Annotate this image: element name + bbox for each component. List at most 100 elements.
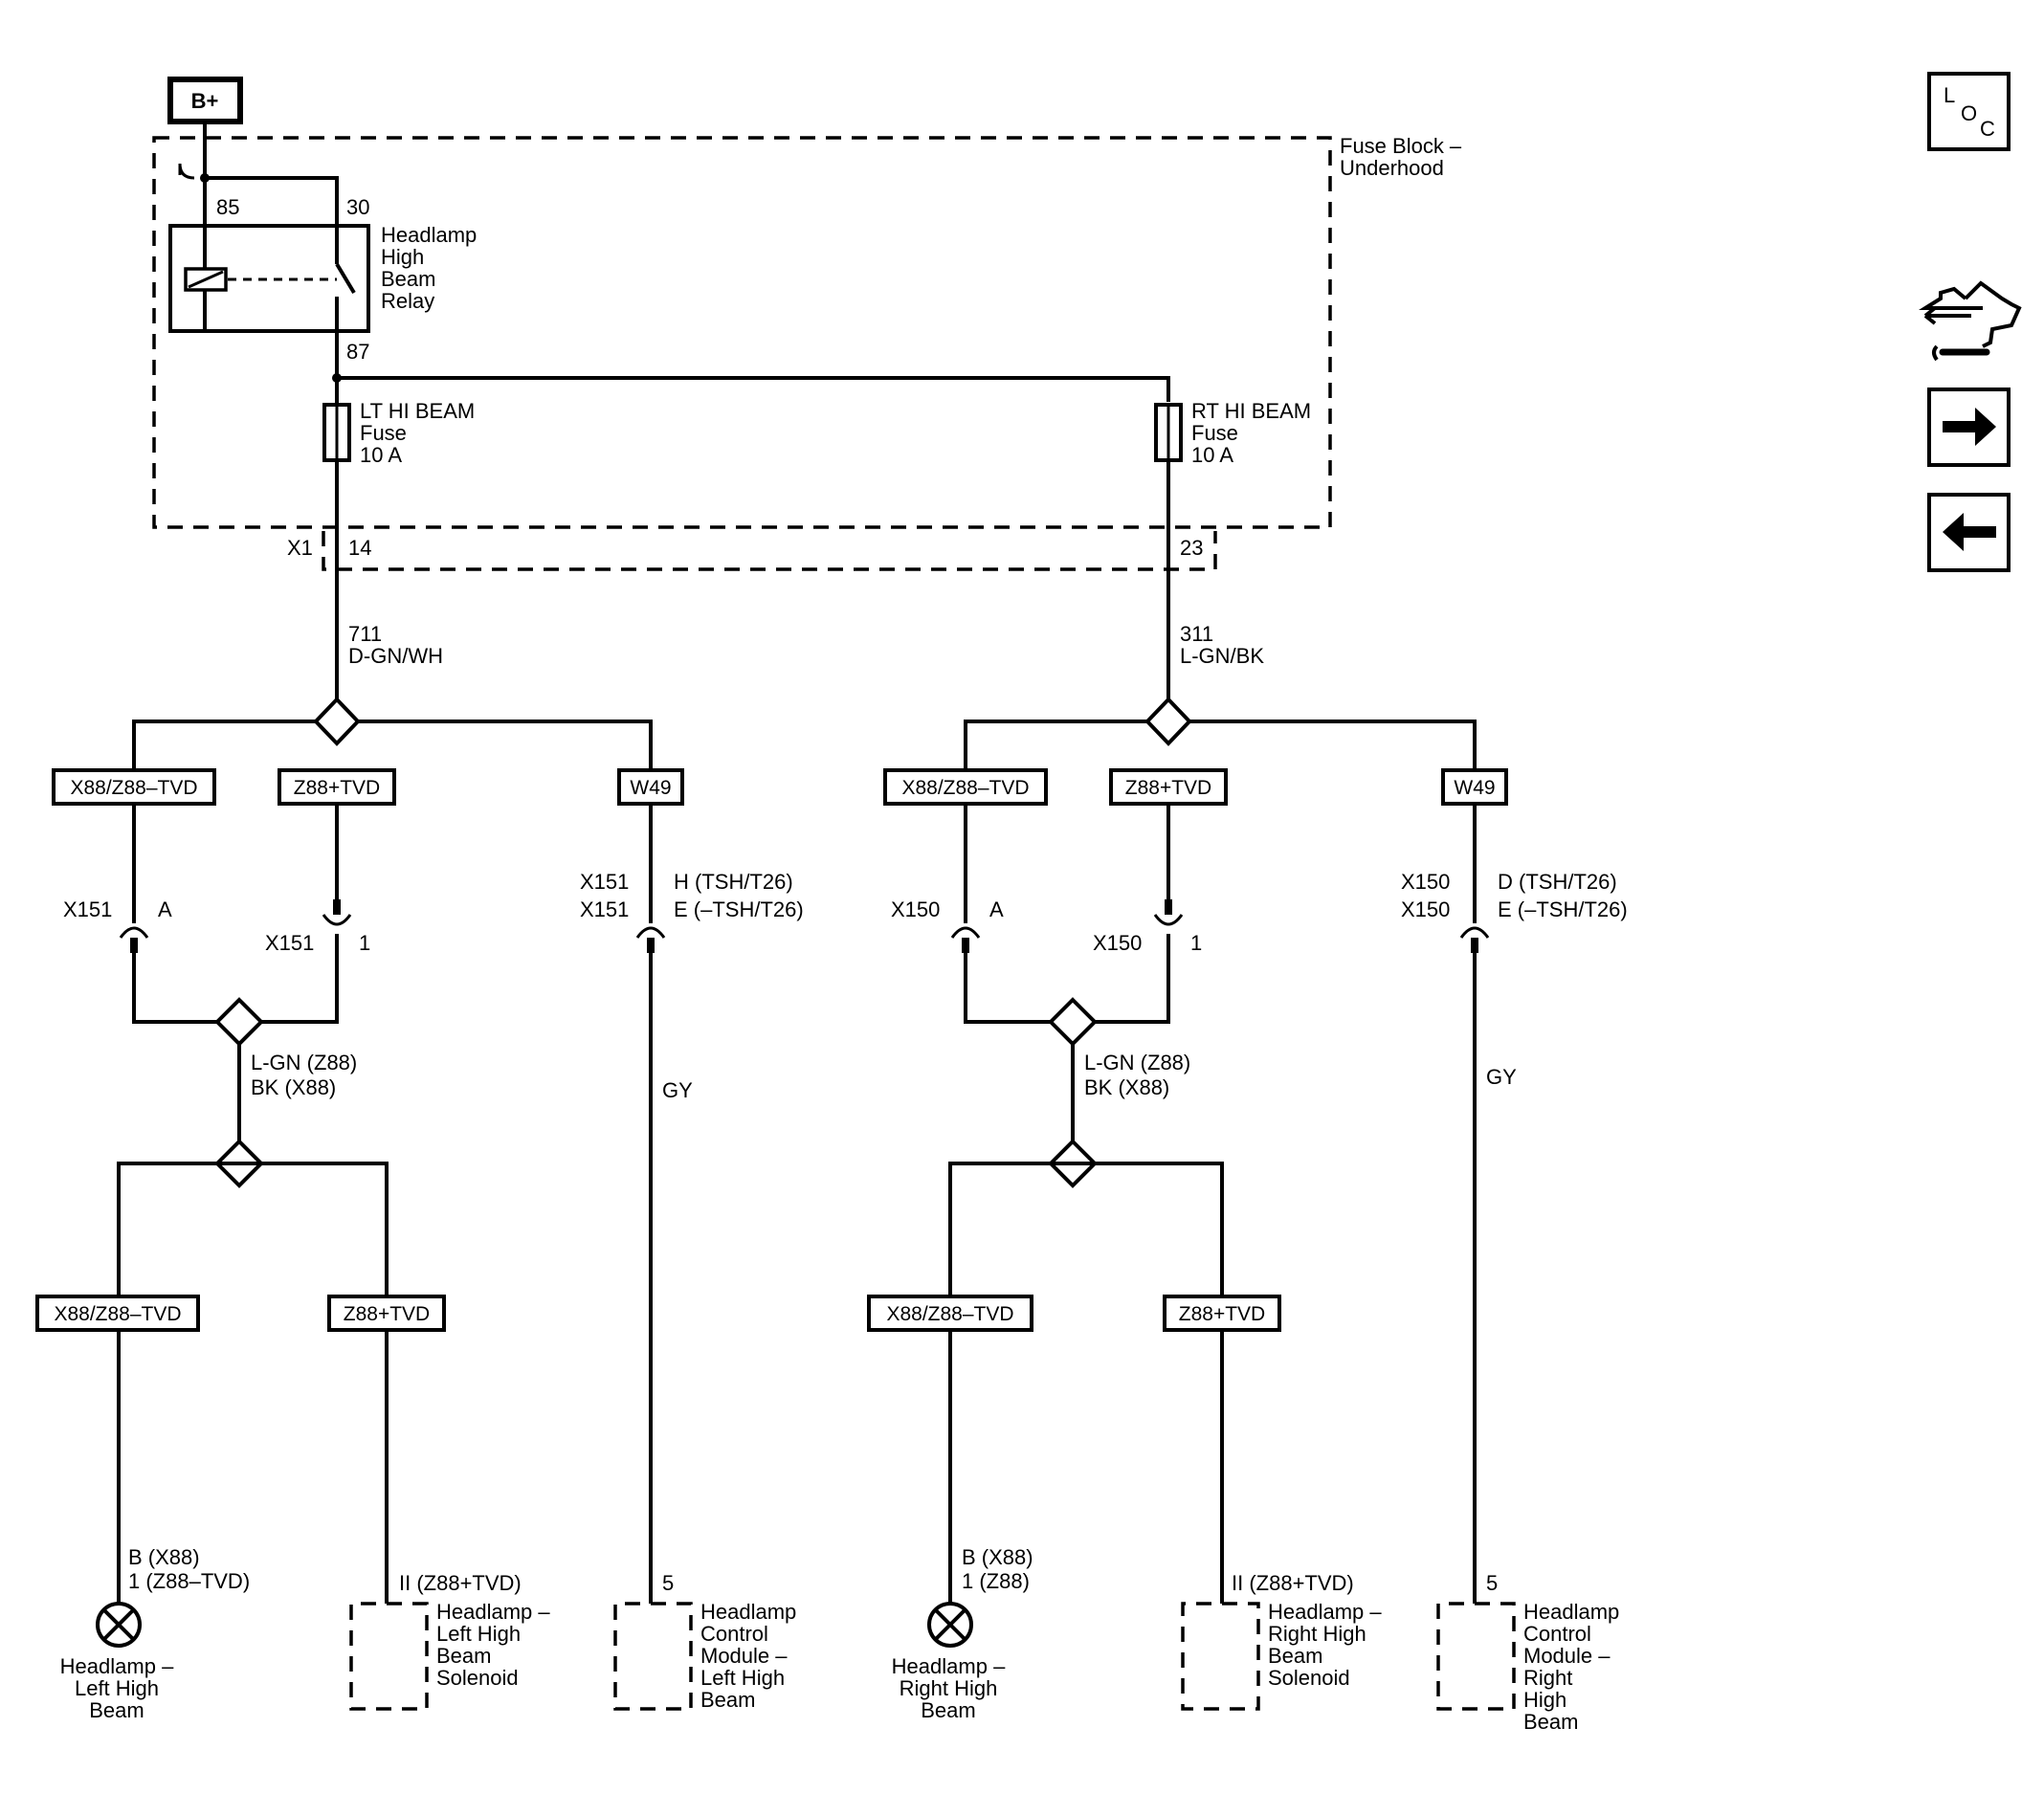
x150-a-name: X150: [891, 897, 940, 921]
right-lower-x88-box: [867, 1295, 1033, 1332]
left-option-z88-box: [278, 768, 396, 806]
right-option-w49-label: W49: [1454, 777, 1495, 799]
left-module-label-5: Beam: [700, 1688, 755, 1712]
x151-w49-name1: X151: [580, 870, 629, 894]
right-module-outline: [1436, 1602, 1516, 1711]
fuse-block-outline: [152, 136, 1332, 529]
x151-w49-name2: X151: [580, 897, 629, 921]
left-lamp-label-2: Left High: [75, 1676, 159, 1700]
left-module-label-3: Module –: [700, 1644, 788, 1668]
left-module-label-1: Headlamp: [700, 1600, 796, 1624]
wrench-connector-icon: [1919, 280, 2022, 362]
left-option-w49-box: [617, 768, 684, 806]
right-lower-x88-label: X88/Z88–TVD: [886, 1303, 1013, 1325]
left-lower-bus: [117, 1162, 389, 1296]
left-module-label-2: Control: [700, 1622, 768, 1646]
right-main-circuit: 311: [1180, 622, 1213, 646]
right-lamp-label-3: Beam: [921, 1698, 975, 1722]
left-option-z88-label: Z88+TVD: [294, 777, 380, 799]
x151-w49-pin1: H (TSH/T26): [674, 870, 793, 894]
left-solenoid-label-4: Solenoid: [436, 1666, 519, 1690]
x150-w49-name2: X150: [1401, 897, 1450, 921]
right-main-color: L-GN/BK: [1180, 644, 1264, 668]
rt-fuse-label-1: RT HI BEAM: [1191, 399, 1311, 423]
right-lower-bus: [948, 1162, 1224, 1296]
right-branch-bus: [964, 720, 1477, 770]
relay-label-3: Beam: [381, 267, 435, 291]
relay-pin-85: 85: [216, 195, 239, 219]
left-solenoid-label-1: Headlamp –: [436, 1600, 550, 1624]
x150-a-pin: A: [989, 897, 1004, 921]
right-lamp-label-1: Headlamp –: [892, 1654, 1006, 1678]
relay-contact: [335, 226, 356, 331]
right-module-label-4: Right: [1523, 1666, 1572, 1690]
right-lamp-pin-1: B (X88): [962, 1545, 1033, 1569]
right-option-w49-box: [1441, 768, 1508, 806]
x150-a-connector: [950, 926, 981, 939]
left-mid-color-1: L-GN (Z88): [251, 1051, 357, 1074]
splice-dot: [200, 173, 210, 183]
block-entry-connector: [178, 163, 195, 180]
left-solenoid-pin: II (Z88+TVD): [399, 1571, 522, 1595]
left-lower-z88-label: Z88+TVD: [344, 1303, 430, 1325]
left-splice-top: [313, 697, 361, 746]
left-option-x88-label: X88/Z88–TVD: [70, 777, 197, 799]
fuse-block-subtitle: Underhood: [1340, 156, 1444, 180]
x151-1-connector: [322, 914, 352, 926]
right-module-label-6: Beam: [1523, 1710, 1578, 1734]
right-splice-mid: [1048, 997, 1098, 1047]
rt-fuse-label-3: 10 A: [1191, 443, 1233, 467]
x151-w49-pin2: E (–TSH/T26): [674, 897, 804, 921]
arrow-right-icon: [1943, 408, 1996, 446]
x150-w49-pin2: E (–TSH/T26): [1498, 897, 1628, 921]
relay-pin-30: 30: [346, 195, 369, 219]
loc-letter-c: C: [1980, 117, 1995, 141]
relay-coil-slash: [188, 270, 224, 289]
x1-connector-label: X1: [287, 536, 313, 560]
x1-connector-outline: [322, 531, 1217, 571]
right-high-beam-lamp: [927, 1602, 973, 1648]
right-option-x88-box: [883, 768, 1048, 806]
right-lamp-label-2: Right High: [900, 1676, 998, 1700]
x1-pin-23: 23: [1180, 536, 1203, 560]
relay-label-1: Headlamp: [381, 223, 477, 247]
loc-letter-o: O: [1961, 101, 1977, 125]
lt-fuse-label-3: 10 A: [360, 443, 402, 467]
location-button[interactable]: L O C: [1927, 72, 2011, 151]
left-main-color: D-GN/WH: [348, 644, 443, 668]
right-module-label-2: Control: [1523, 1622, 1591, 1646]
location-icon: L O C: [1944, 83, 1995, 141]
right-splice-top: [1144, 697, 1192, 746]
x150-w49-pin1: D (TSH/T26): [1498, 870, 1617, 894]
x151-1-name: X151: [265, 931, 314, 955]
left-branch-wires: [132, 804, 653, 923]
x150-1-connector: [1153, 914, 1184, 926]
x151-w49-connector: [635, 926, 666, 939]
previous-page-button[interactable]: [1927, 493, 2011, 572]
left-lamp-pin-2: 1 (Z88–TVD): [128, 1569, 250, 1593]
left-splice-mid: [214, 997, 264, 1047]
left-lamp-label-3: Beam: [89, 1698, 144, 1722]
right-lamp-pin-2: 1 (Z88): [962, 1569, 1030, 1593]
left-branch-bus: [132, 720, 653, 770]
right-module-label-5: High: [1523, 1688, 1566, 1712]
right-solenoid-label-4: Solenoid: [1268, 1666, 1350, 1690]
right-solenoid-label-1: Headlamp –: [1268, 1600, 1382, 1624]
relay-label-4: Relay: [381, 289, 434, 313]
left-option-w49-label: W49: [630, 777, 671, 799]
right-solenoid-outline: [1181, 1602, 1260, 1711]
x150-1-pin: 1: [1190, 931, 1202, 955]
next-page-button[interactable]: [1927, 388, 2011, 467]
x151-a-name: X151: [63, 897, 112, 921]
right-mid-color-2: BK (X88): [1084, 1075, 1169, 1099]
left-solenoid-label-2: Left High: [436, 1622, 521, 1646]
left-main-circuit: 711: [348, 622, 382, 646]
rt-fuse-label-2: Fuse: [1191, 421, 1238, 445]
x1-pin-14: 14: [348, 536, 371, 560]
relay-label-2: High: [381, 245, 424, 269]
service-info-button[interactable]: [1919, 280, 2022, 362]
right-solenoid-label-3: Beam: [1268, 1644, 1322, 1668]
x151-1-pin: 1: [359, 931, 370, 955]
x150-1-name: X150: [1093, 931, 1142, 955]
